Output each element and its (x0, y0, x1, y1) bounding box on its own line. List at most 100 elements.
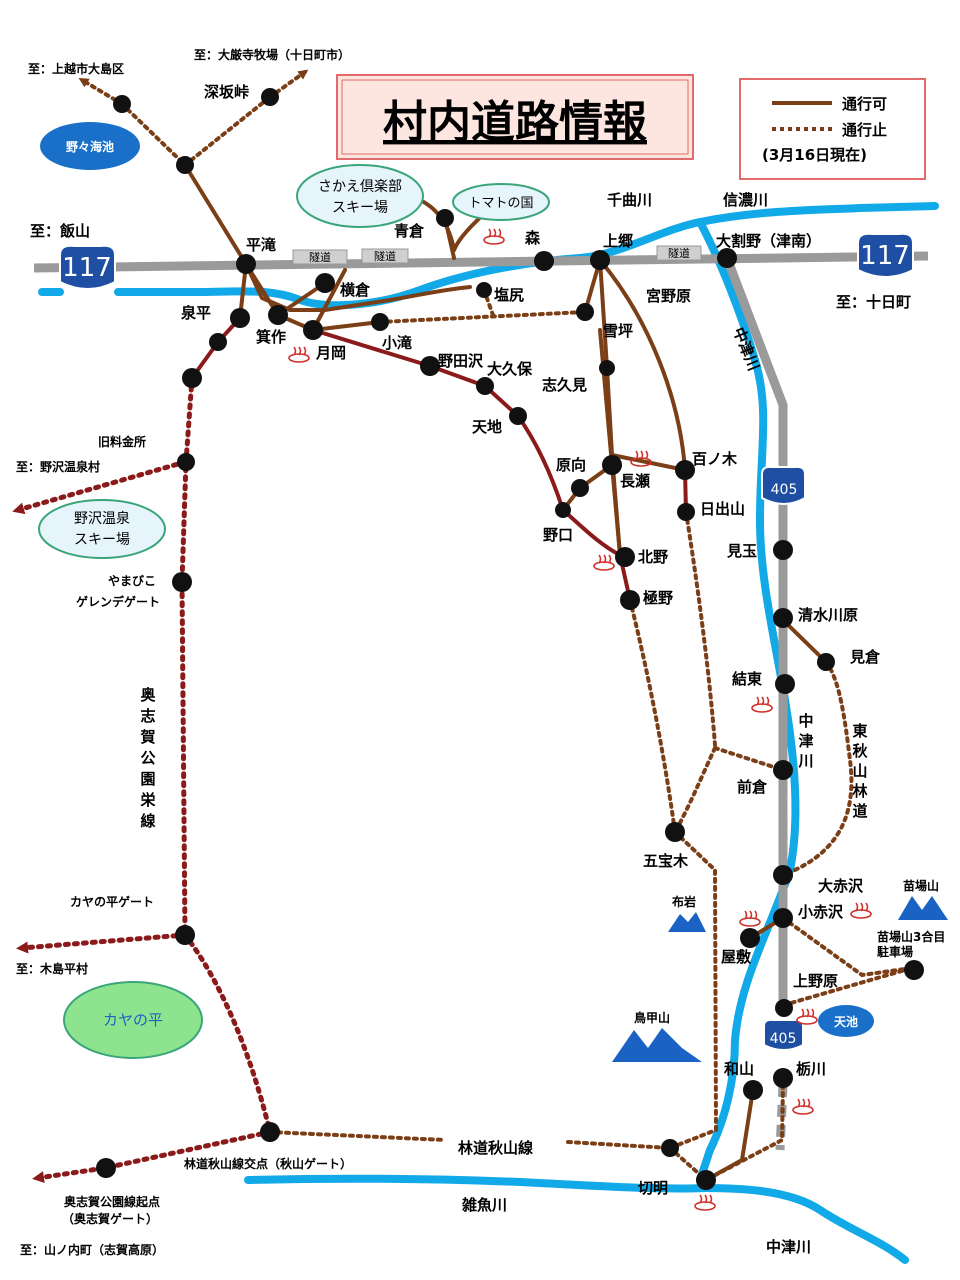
label-noguchi: 野口 (543, 526, 573, 544)
route-405-shield-north: 405 (761, 465, 806, 505)
label-amaji: 天地 (472, 418, 502, 436)
label-wayama: 和山 (724, 1060, 754, 1078)
label-zakogawa: 雑魚川 (461, 1196, 507, 1214)
onsen-icon (288, 346, 310, 363)
nakatsu-river-lower (701, 1184, 909, 1264)
svg-text:カヤの平: カヤの平 (103, 1011, 163, 1029)
svg-text:東: 東 (852, 722, 867, 740)
label-kotaki: 小滝 (382, 334, 412, 352)
label-okushiga-line: 奥 志 賀 公 園 栄 線 (139, 686, 156, 830)
svg-text:さかえ倶楽部: さかえ倶楽部 (318, 179, 402, 195)
nonoumi-pond: 野々海池 (40, 122, 140, 170)
svg-text:スキー場: スキー場 (74, 532, 130, 548)
label-yashiki: 屋敷 (721, 948, 752, 966)
label-gokuno: 極野 (642, 589, 673, 607)
onsen-icon (483, 228, 505, 245)
label-yamabiko-1: やまびこ (108, 573, 156, 588)
onsen-icon (694, 1194, 716, 1211)
label-koakazawa: 小赤沢 (798, 903, 844, 921)
legend: 通行可 通行止 (3月16日現在) (739, 78, 926, 180)
label-izumidaira: 泉平 (180, 304, 211, 322)
place-labels: 至：上越市大島区 至：大厳寺牧場（十日町市） 深坂峠 千曲川 信濃川 至：飯山 … (16, 47, 945, 1257)
svg-text:賀: 賀 (139, 728, 155, 746)
label-mori: 森 (525, 229, 541, 247)
naebayama-mountain-icon: 苗場山 (898, 878, 948, 920)
chikuma-river-main (114, 202, 939, 310)
onsen-icon (751, 696, 773, 713)
title-box: 村内道路情報 (336, 74, 694, 160)
svg-text:園: 園 (140, 770, 155, 788)
label-okubo: 大久保 (487, 360, 533, 378)
label-fukasaka: 深坂峠 (204, 83, 249, 101)
label-to-nozawa: 至：野沢温泉村 (16, 459, 100, 474)
onsen-icon (792, 1098, 814, 1115)
onsen-icons (288, 228, 872, 1211)
svg-text:道: 道 (852, 802, 867, 820)
label-hiratake: 平滝 (246, 236, 276, 254)
label-kyuryokinsho: 旧料金所 (98, 434, 146, 449)
label-kettou: 結東 (732, 670, 762, 688)
tomato-area: トマトの国 (452, 183, 550, 221)
onsen-icon (630, 450, 652, 467)
route-117-shield-west: 117 (59, 244, 116, 290)
svg-text:栄: 栄 (139, 791, 156, 809)
amaike-pond: 天池 (818, 1005, 874, 1037)
label-kitano: 北野 (638, 548, 668, 566)
label-naebayama-park-2: 駐車場 (877, 944, 913, 959)
legend-open: 通行可 (842, 95, 887, 113)
junction-nodes (96, 88, 924, 1190)
nozawa-ski-area: 野沢温泉 スキー場 (38, 499, 166, 559)
label-shikumi: 志久見 (542, 376, 587, 394)
page-title: 村内道路情報 (383, 97, 647, 148)
label-tochikawa: 栃川 (796, 1060, 826, 1078)
svg-text:405: 405 (771, 482, 798, 498)
label-uenohara: 上野原 (793, 972, 838, 990)
route-117-shield-east: 117 (857, 232, 914, 278)
label-nodazawa: 野田沢 (438, 352, 484, 370)
label-okushiga-start-1: 奥志賀公園線起点 (64, 1194, 160, 1209)
svg-text:野々海池: 野々海池 (66, 139, 114, 154)
label-mitama: 見玉 (726, 542, 757, 560)
label-to-tokamachi: 至：十日町 (836, 293, 911, 311)
svg-text:線: 線 (140, 812, 155, 830)
label-yamabiko-2: ゲレンデゲート (76, 594, 160, 609)
label-rindo-akiyama: 林道秋山線 (458, 1139, 533, 1157)
label-owarino: 大割野（津南） (716, 232, 821, 250)
label-naebayama-park-1: 苗場山3合目 (877, 929, 945, 944)
label-to-kijimadaira: 至：木島平村 (16, 961, 88, 976)
label-shimizugawara: 清水川原 (798, 606, 858, 624)
label-to-yamanouchi: 至：山ノ内町（志賀高原） (20, 1242, 164, 1257)
label-to-daigenji: 至：大厳寺牧場（十日町市） (194, 47, 350, 62)
label-yokokura: 横倉 (340, 281, 371, 299)
label-nakatsugawa-3: 中津川 (766, 1238, 811, 1256)
label-to-joetsu: 至：上越市大島区 (28, 61, 124, 76)
label-mikura: 見倉 (849, 648, 881, 666)
torikabutoyama-mountain-icon: 鳥甲山 (612, 1010, 702, 1062)
label-momonoki: 百ノ木 (692, 450, 738, 468)
svg-text:川: 川 (797, 752, 813, 770)
label-nagase: 長瀬 (620, 472, 650, 490)
onsen-icon (850, 902, 872, 919)
sakae-ski-area: さかえ倶楽部 スキー場 (296, 164, 424, 228)
tunnel-label-1: 隧道 (309, 250, 331, 264)
svg-text:奥: 奥 (140, 686, 156, 704)
route-405-road (722, 256, 788, 1000)
tunnel-label-3: 隧道 (668, 246, 690, 260)
label-kayanotaira-gate: カヤの平ゲート (70, 894, 154, 909)
label-hideyama: 日出山 (700, 500, 745, 518)
label-nakatsugawa-2: 中 津 川 (797, 712, 813, 770)
label-okushiga-start-2: （奥志賀ゲート） (62, 1211, 158, 1226)
label-shinano: 信濃川 (723, 191, 768, 209)
legend-date: (3月16日現在) (762, 146, 867, 164)
svg-text:林: 林 (852, 782, 868, 800)
label-shiojiri: 塩尻 (494, 286, 524, 304)
svg-text:405: 405 (770, 1031, 797, 1047)
svg-text:山: 山 (852, 762, 867, 780)
svg-text:117: 117 (860, 241, 910, 271)
onsen-icon (796, 1008, 818, 1025)
svg-text:公: 公 (140, 749, 155, 767)
svg-text:志: 志 (140, 707, 155, 725)
tunnel-label-2: 隧道 (374, 249, 396, 263)
svg-text:布岩: 布岩 (672, 894, 696, 909)
